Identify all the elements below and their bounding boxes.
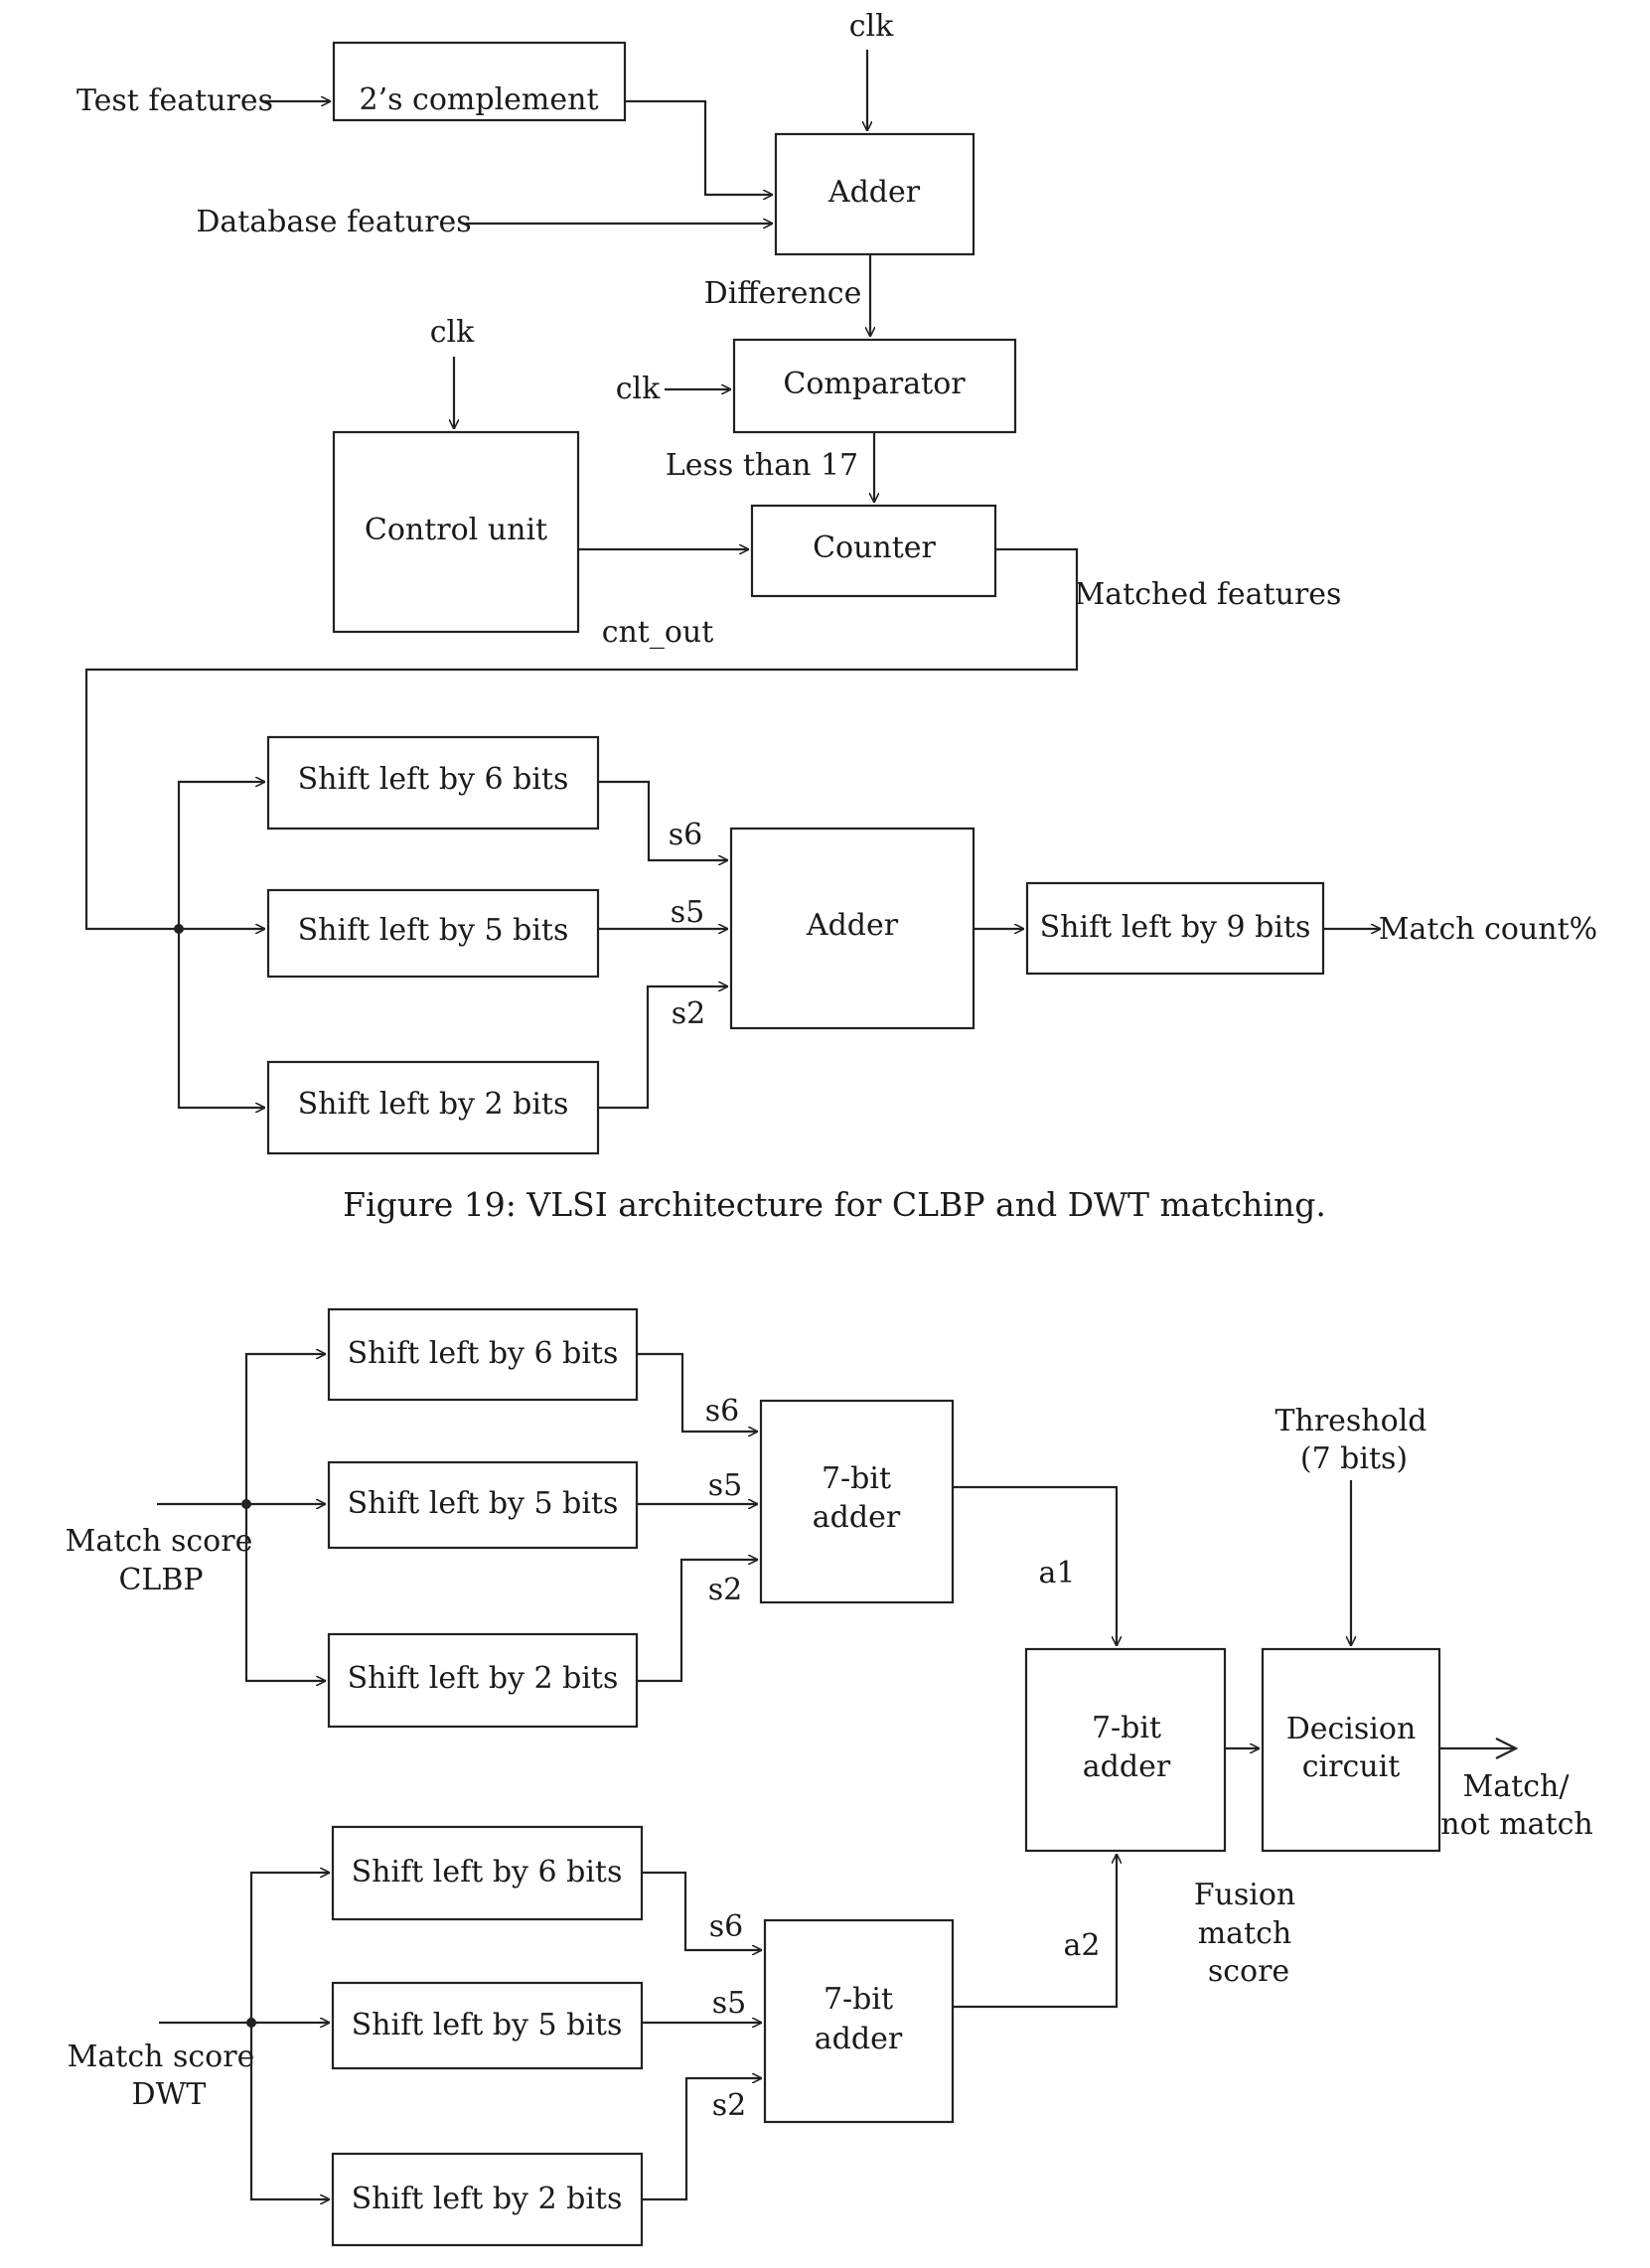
fusion-7bit-adder-block <box>1024 1647 1227 1853</box>
wire-clbp-to-shift6 <box>244 1354 326 1504</box>
shift-left-2-block <box>266 1060 600 1155</box>
clbp-s2-label: s2 <box>708 1573 742 1607</box>
fusion-adder-label-line1: 7-bit <box>1092 1711 1161 1745</box>
dwt-7bit-adder-block <box>763 1918 955 2124</box>
dwt-s5-label: s5 <box>712 1986 746 2021</box>
s5-label: s5 <box>671 895 704 930</box>
s2-label: s2 <box>672 996 705 1031</box>
control-unit-label: Control unit <box>365 513 547 547</box>
shift-left-5-block <box>266 888 600 979</box>
fusion-score-label-line2: match <box>1198 1916 1292 1951</box>
twos-complement-label: 2’s complement <box>360 82 599 117</box>
dwt-shift-left-2-label: Shift left by 2 bits <box>352 2182 623 2216</box>
output-arrowhead <box>1495 1738 1519 1759</box>
wire-matched-features <box>84 547 1079 931</box>
test-features-label: Test features <box>76 83 273 118</box>
figure-19-caption: Figure 19: VLSI architecture for CLBP an… <box>343 1185 1326 1224</box>
dwt-shift-left-5-block <box>331 1981 644 2070</box>
figure-19: 2’s complement Adder Comparator Control … <box>76 9 1597 1224</box>
wire-a2 <box>953 1854 1117 2009</box>
fusion-adder-label-line2: adder <box>1083 1749 1171 1784</box>
dwt-s2-label: s2 <box>712 2088 746 2123</box>
fusion-score-label-line1: Fusion <box>1194 1878 1296 1912</box>
clk-control-label: clk <box>430 315 475 350</box>
comparator-label: Comparator <box>783 367 966 401</box>
clbp-input-label-line1: Match score <box>66 1524 253 1559</box>
comparator-block <box>732 338 1017 434</box>
clbp-adder-label-line2: adder <box>813 1500 901 1535</box>
clbp-7bit-adder-block <box>759 1399 955 1604</box>
dwt-s6-label: s6 <box>709 1909 743 1944</box>
wire-to-shift6 <box>177 782 265 929</box>
adder-label: Adder <box>827 175 921 210</box>
clbp-shift-left-6-label: Shift left by 6 bits <box>348 1336 619 1371</box>
wire-s2 <box>598 986 728 1110</box>
dwt-shift-left-6-block <box>331 1825 644 1921</box>
sum-adder-block <box>729 827 975 1030</box>
clbp-shift-left-5-block <box>327 1460 639 1550</box>
dwt-input-label-line2: DWT <box>132 2077 207 2112</box>
sum-adder-label: Adder <box>806 908 899 943</box>
wire-complement-to-adder <box>625 99 773 195</box>
output-label-line2: not match <box>1440 1807 1593 1842</box>
dwt-input-label-line1: Match score <box>68 2040 255 2074</box>
dwt-shift-left-5-label: Shift left by 5 bits <box>352 2008 623 2042</box>
shift-left-9-block <box>1025 881 1325 976</box>
fusion-score-label-line3: score <box>1208 1954 1289 1989</box>
difference-label: Difference <box>704 276 862 311</box>
control-unit-block <box>332 430 580 634</box>
clbp-shift-left-6-block <box>327 1307 639 1402</box>
dwt-adder-label-line1: 7-bit <box>824 1982 893 2017</box>
threshold-label-line2: (7 bits) <box>1300 1441 1408 1476</box>
shift-left-6-label: Shift left by 6 bits <box>298 762 569 797</box>
wire-clbp-s6 <box>637 1352 758 1432</box>
match-count-label: Match count% <box>1379 912 1597 947</box>
decision-circuit-block <box>1261 1647 1441 1853</box>
wire-clbp-to-shift2 <box>244 1504 326 1681</box>
wire-a1 <box>953 1485 1117 1646</box>
threshold-label-line1: Threshold <box>1275 1404 1426 1438</box>
counter-block <box>750 504 997 598</box>
shift-left-6-block <box>266 735 600 831</box>
wire-clbp-s2 <box>637 1560 758 1683</box>
shift-left-9-label: Shift left by 9 bits <box>1040 910 1311 945</box>
wire-s6 <box>598 780 728 860</box>
cnt-out-label: cnt_out <box>602 615 714 650</box>
matched-features-label: Matched features <box>1075 577 1342 612</box>
shift-left-2-label: Shift left by 2 bits <box>298 1087 569 1122</box>
wire-dwt-to-shift2 <box>249 2023 330 2199</box>
output-label-line1: Match/ <box>1463 1769 1571 1804</box>
database-features-label: Database features <box>196 205 471 239</box>
wire-to-shift2 <box>177 929 265 1108</box>
clbp-shift-left-5-label: Shift left by 5 bits <box>348 1486 619 1521</box>
a2-label: a2 <box>1064 1928 1101 1963</box>
clbp-input-label-line2: CLBP <box>118 1563 203 1597</box>
twos-complement-block <box>332 41 627 122</box>
counter-label: Counter <box>813 530 936 565</box>
figure-20: Shift left by 6 bits Shift left by 5 bit… <box>66 1307 1593 2247</box>
clk-comparator-label: clk <box>616 372 661 406</box>
decision-label-line1: Decision <box>1286 1712 1417 1746</box>
wire-dwt-to-shift6 <box>249 1873 330 2023</box>
adder-block <box>774 132 975 256</box>
dwt-shift-left-6-label: Shift left by 6 bits <box>352 1855 623 1890</box>
shift-left-5-label: Shift left by 5 bits <box>298 913 569 948</box>
clbp-shift-left-2-label: Shift left by 2 bits <box>348 1661 619 1696</box>
wire-dwt-s2 <box>642 2078 762 2201</box>
clk-adder-label: clk <box>849 9 894 44</box>
dwt-adder-label-line2: adder <box>815 2022 903 2056</box>
a1-label: a1 <box>1039 1556 1076 1590</box>
s6-label: s6 <box>669 818 702 852</box>
clbp-s5-label: s5 <box>708 1468 742 1503</box>
clbp-s6-label: s6 <box>705 1394 739 1429</box>
decision-label-line2: circuit <box>1302 1749 1401 1784</box>
wire-dwt-s6 <box>642 1871 762 1950</box>
clbp-adder-label-line1: 7-bit <box>822 1461 891 1496</box>
less-than-17-label: Less than 17 <box>666 448 858 483</box>
